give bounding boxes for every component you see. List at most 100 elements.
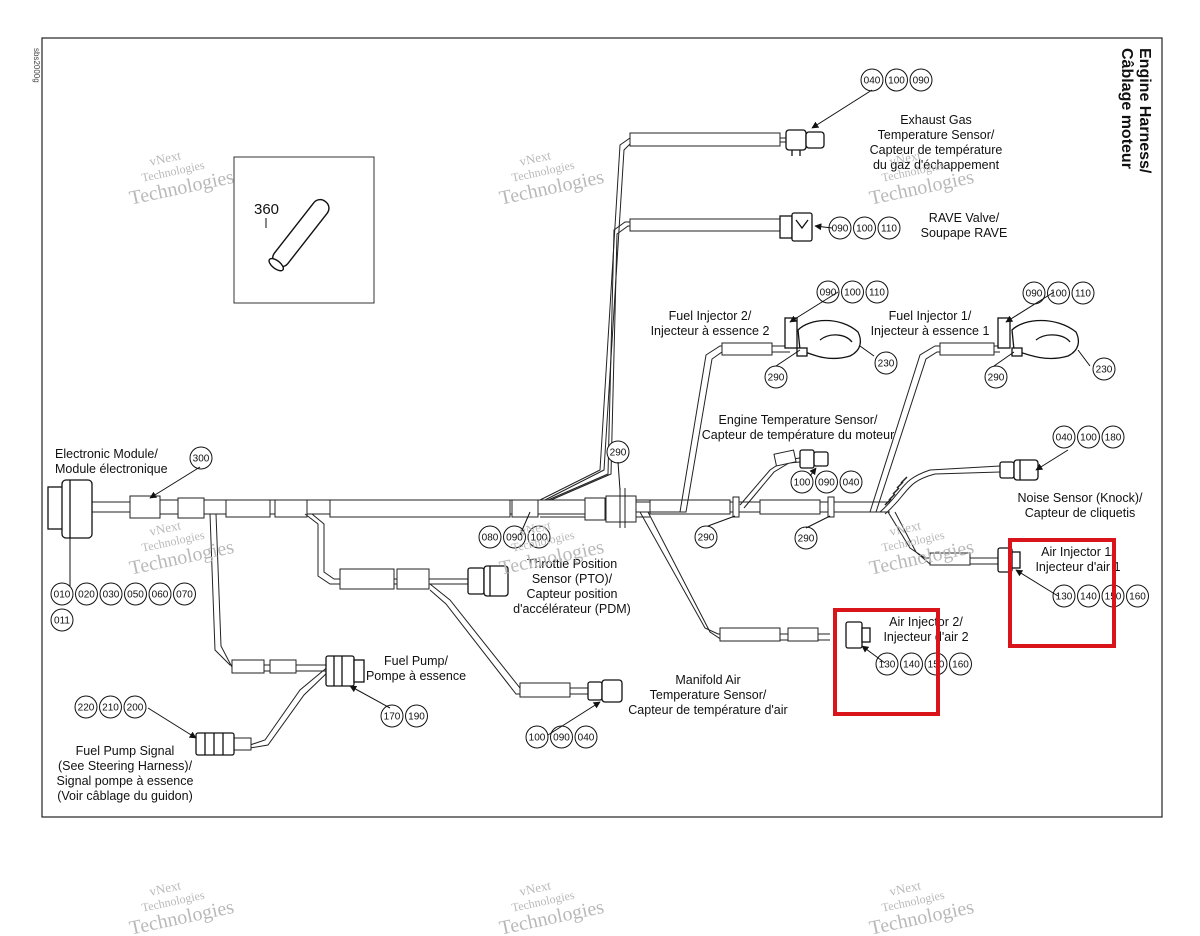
throttle-connector — [467, 565, 509, 597]
ref-exhaust-090: 090 — [909, 68, 933, 92]
ref-air2-160: 160 — [949, 652, 972, 676]
svg-text:Exhaust Gas: Exhaust Gas — [900, 113, 972, 127]
svg-text:290: 290 — [798, 534, 815, 545]
ref-trunk_290c-290: 290 — [794, 526, 818, 550]
ref-rave-110: 110 — [877, 216, 901, 240]
svg-text:Fuel Injector 2/: Fuel Injector 2/ — [669, 309, 752, 323]
ref-module_bottom-070: 070 — [173, 582, 196, 606]
svg-text:040: 040 — [843, 478, 860, 489]
label-fuel-pump: Fuel Pump/ Pompe à essence — [366, 654, 466, 683]
svg-text:070: 070 — [176, 590, 193, 601]
ref-air1-140: 140 — [1077, 584, 1100, 608]
svg-text:090: 090 — [1026, 289, 1043, 300]
svg-text:100: 100 — [856, 224, 873, 235]
svg-text:230: 230 — [878, 359, 895, 370]
svg-text:Fuel Injector 1/: Fuel Injector 1/ — [889, 309, 972, 323]
svg-text:vNext: vNext — [518, 877, 553, 898]
ref-air2-140: 140 — [900, 652, 923, 676]
svg-text:040: 040 — [1056, 433, 1073, 444]
fuel-pump-signal-connector — [195, 732, 235, 756]
ref-air1-160: 160 — [1126, 584, 1149, 608]
ref-module_bottom-030: 030 — [99, 582, 123, 606]
highlight-boxes — [833, 538, 1116, 716]
ref-rave-100: 100 — [853, 216, 876, 240]
svg-text:140: 140 — [1080, 592, 1097, 603]
svg-text:090: 090 — [820, 288, 837, 299]
svg-text:130: 130 — [879, 660, 896, 671]
svg-text:110: 110 — [869, 288, 885, 299]
ref-fuel_pump-190: 190 — [405, 704, 428, 728]
label-air-injector-2: Air Injector 2/ Injecteur d'air 2 — [883, 615, 968, 644]
ref-fuel_pump_signal-200: 200 — [123, 695, 147, 719]
electronic-module-connector — [47, 479, 93, 539]
label-electronic-module: Electronic Module/ Module électronique — [55, 447, 168, 476]
label-exhaust-gas: Exhaust Gas Temperature Sensor/ Capteur … — [870, 113, 1003, 172]
ref-trunk_290b-290: 290 — [694, 525, 718, 549]
svg-text:Injecteur d'air 2: Injecteur d'air 2 — [883, 630, 968, 644]
ref-noise-100: 100 — [1077, 425, 1100, 449]
svg-text:100: 100 — [1080, 433, 1097, 444]
tube-icon — [268, 198, 330, 272]
ref-fi2_top-090: 090 — [816, 280, 840, 304]
svg-text:vNext: vNext — [518, 147, 553, 168]
svg-text:290: 290 — [988, 373, 1005, 384]
svg-text:Capteur position: Capteur position — [526, 587, 617, 601]
svg-text:Injecteur à essence 2: Injecteur à essence 2 — [651, 324, 770, 338]
svg-text:du gaz d'échappement: du gaz d'échappement — [873, 158, 1000, 172]
svg-text:Capteur de température: Capteur de température — [870, 143, 1003, 157]
svg-text:Capteur de température d'air: Capteur de température d'air — [628, 703, 787, 717]
wiring — [90, 132, 1001, 751]
figure-frame — [41, 37, 1163, 818]
svg-text:vNext: vNext — [888, 147, 923, 168]
label-air-injector-1: Air Injector 1/ Injecteur d'air 1 — [1035, 545, 1120, 574]
ref-fi1_top-100: 100 — [1047, 281, 1070, 305]
svg-text:090: 090 — [553, 733, 570, 744]
svg-text:Temperature Sensor/: Temperature Sensor/ — [878, 128, 995, 142]
ref-exhaust-100: 100 — [885, 68, 908, 92]
svg-text:090: 090 — [506, 533, 523, 544]
svg-text:300: 300 — [193, 454, 210, 465]
part-inset: 360 — [233, 156, 375, 304]
svg-text:160: 160 — [1129, 592, 1146, 603]
svg-text:Fuel Pump/: Fuel Pump/ — [384, 654, 448, 668]
connectors — [47, 129, 1080, 756]
ref-fi1_230-230: 230 — [1092, 357, 1116, 381]
ref-manifold-090: 090 — [550, 725, 573, 749]
ref-fi1_top-110: 110 — [1071, 281, 1095, 305]
ref-trunk_290a-290: 290 — [606, 440, 630, 464]
ref-air2-130: 130 — [875, 652, 899, 676]
svg-text:100: 100 — [888, 76, 905, 87]
ref-module_300-300: 300 — [189, 446, 213, 470]
svg-text:RAVE Valve/: RAVE Valve/ — [929, 211, 1000, 225]
title-line-2: Câblage moteur — [1118, 48, 1135, 169]
svg-text:(Voir câblage du guidon): (Voir câblage du guidon) — [57, 789, 193, 803]
label-fuel-pump-signal: Fuel Pump Signal (See Steering Harness)/… — [57, 744, 194, 803]
svg-text:220: 220 — [78, 703, 95, 714]
svg-text:190: 190 — [408, 712, 425, 723]
label-fuel-injector-2: Fuel Injector 2/ Injecteur à essence 2 — [651, 309, 770, 338]
svg-text:200: 200 — [127, 703, 144, 714]
ref-rave-090: 090 — [828, 216, 852, 240]
svg-text:(See Steering Harness)/: (See Steering Harness)/ — [58, 759, 193, 773]
svg-text:Module électronique: Module électronique — [55, 462, 168, 476]
ref-fuel_pump_signal-210: 210 — [99, 695, 122, 719]
label-engine-temp: Engine Temperature Sensor/ Capteur de te… — [702, 413, 894, 442]
svg-text:Electronic Module/: Electronic Module/ — [55, 447, 158, 461]
svg-text:160: 160 — [952, 660, 969, 671]
svg-text:vNext: vNext — [888, 517, 923, 538]
svg-text:Fuel Pump Signal: Fuel Pump Signal — [76, 744, 175, 758]
svg-text:vNext: vNext — [888, 877, 923, 898]
part-inset-number: 360 — [254, 201, 279, 218]
svg-text:Injecteur à essence 1: Injecteur à essence 1 — [871, 324, 990, 338]
svg-text:Air Injector 2/: Air Injector 2/ — [889, 615, 963, 629]
svg-text:140: 140 — [903, 660, 920, 671]
svg-text:Sensor (PTO)/: Sensor (PTO)/ — [532, 572, 613, 586]
svg-text:Capteur de température du mote: Capteur de température du moteur — [702, 428, 894, 442]
svg-text:Signal pompe à essence: Signal pompe à essence — [57, 774, 194, 788]
label-fuel-injector-1: Fuel Injector 1/ Injecteur à essence 1 — [871, 309, 990, 338]
label-throttle-position: Throttle Position Sensor (PTO)/ Capteur … — [513, 557, 631, 616]
diagram-title: Engine Harness/ Câblage moteur — [1118, 48, 1153, 174]
